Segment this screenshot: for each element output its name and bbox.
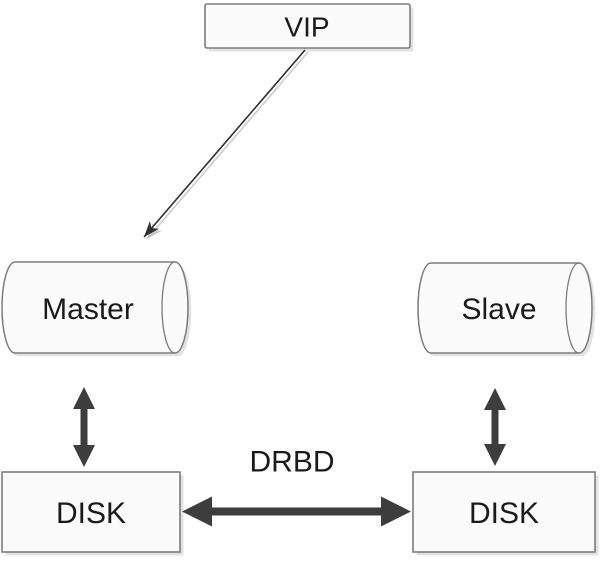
vip-to-master-arrow-shadow — [146, 51, 309, 240]
drbd-label: DRBD — [249, 446, 334, 479]
slave-label: Slave — [461, 293, 536, 326]
slave-cylinder-cap — [565, 262, 580, 354]
vip-box — [204, 3, 411, 49]
master-cylinder-cap — [161, 261, 176, 354]
master-disk-double-arrow — [73, 387, 95, 467]
vip-arrowhead-icon — [144, 220, 159, 237]
master-label: Master — [42, 293, 134, 326]
disk-left-box — [1, 471, 181, 553]
drbd-double-arrow — [182, 496, 411, 527]
disk-left-label: DISK — [56, 497, 126, 530]
slave-disk-double-arrow — [484, 388, 506, 466]
disk-right-label: DISK — [469, 497, 539, 530]
disk-right-box — [412, 471, 596, 553]
vip-to-master-arrow — [143, 49, 306, 238]
vip-label: VIP — [284, 11, 329, 42]
